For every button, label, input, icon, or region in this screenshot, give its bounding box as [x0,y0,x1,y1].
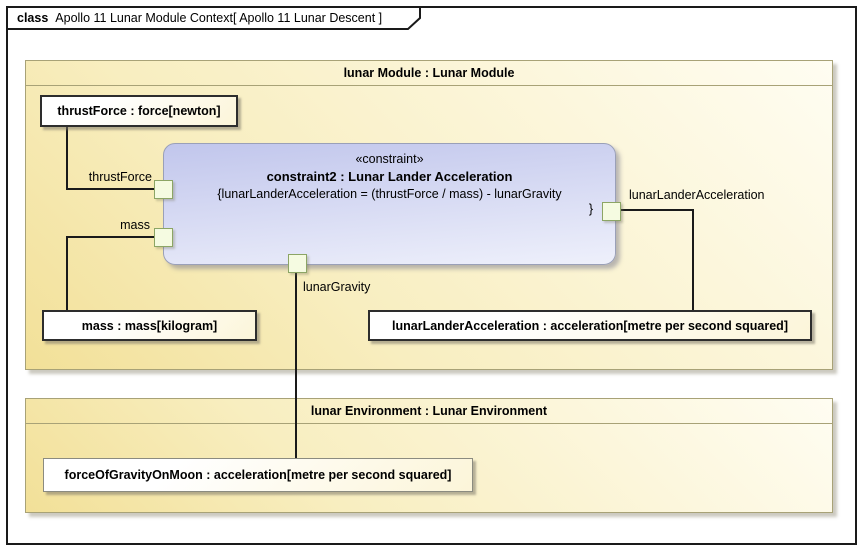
port-lunargravity[interactable] [288,254,307,273]
value-lunarlanderacceleration[interactable]: lunarLanderAcceleration : acceleration[m… [368,310,812,341]
constraint-equation: {lunarLanderAcceleration = (thrustForce … [217,187,562,201]
binding-connector-thrustforce-horizontal [66,188,156,190]
constraint-equation-close: } [588,202,593,216]
value-mass[interactable]: mass : mass[kilogram] [42,310,257,341]
constraint-title: constraint2 : Lunar Lander Acceleration [266,169,513,184]
diagram-kind-keyword: class [17,10,49,25]
diagram-context: [ Apollo 11 Lunar Descent ] [232,10,383,25]
lunar-environment-header[interactable]: lunar Environment : Lunar Environment [26,399,832,424]
binding-connector-mass-vertical [66,236,68,311]
value-thrustforce[interactable]: thrustForce : force[newton] [40,95,238,127]
binding-connector-mass-horizontal [66,236,156,238]
binding-connector-acceleration-horizontal [620,209,694,211]
diagram-name: Apollo 11 Lunar Module Context [55,10,233,25]
port-label-lunarlanderacceleration: lunarLanderAcceleration [629,188,765,202]
binding-connector-lunargravity [295,272,297,458]
lunar-environment-part[interactable]: lunar Environment : Lunar Environment [25,398,833,513]
diagram-frame-tab: class Apollo 11 Lunar Module Context[ Apo… [6,6,422,30]
lunar-module-header[interactable]: lunar Module : Lunar Module [26,61,832,86]
port-label-lunargravity: lunarGravity [303,280,371,294]
frame-tab-text: class Apollo 11 Lunar Module Context[ Apo… [17,6,382,29]
constraint-block[interactable]: «constraint» constraint2 : Lunar Lander … [163,143,616,265]
frame-tab-shape [6,6,421,30]
constraint-stereotype: «constraint» [355,152,424,166]
binding-connector-acceleration-vertical [692,209,694,311]
binding-connector-thrustforce-vertical [66,127,68,190]
port-mass[interactable] [154,228,173,247]
port-lunarlanderacceleration[interactable] [602,202,621,221]
port-thrustforce[interactable] [154,180,173,199]
value-forceofgravityonmoon[interactable]: forceOfGravityOnMoon : acceleration[metr… [43,458,473,492]
port-label-mass: mass [120,218,150,232]
port-label-thrustforce: thrustForce [88,170,152,184]
